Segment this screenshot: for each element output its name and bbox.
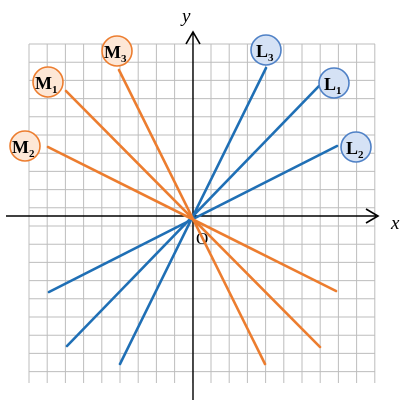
label-l2: L2 [340, 131, 372, 163]
y-axis-label: y [180, 6, 191, 27]
label-m3: M3 [101, 35, 133, 67]
svg-text:L3: L3 [256, 41, 274, 64]
x-axis-label: x [390, 213, 400, 234]
x-axis-arrow [365, 208, 380, 224]
svg-text:M2: M2 [12, 137, 35, 160]
y-axis-arrow [185, 30, 201, 45]
svg-text:L2: L2 [346, 138, 364, 161]
grid [28, 43, 376, 383]
svg-text:L1: L1 [324, 74, 342, 97]
line-l1 [65, 84, 321, 348]
label-l3: L3 [250, 34, 282, 66]
label-m1: M1 [32, 66, 64, 98]
svg-text:M3: M3 [104, 42, 127, 65]
m-lines [46, 68, 338, 366]
line-labels: L3 L1 L2 M3 M1 M2 [9, 34, 372, 163]
line-m2 [46, 145, 338, 293]
label-l1: L1 [318, 67, 350, 99]
svg-text:M1: M1 [35, 73, 58, 96]
label-m2: M2 [9, 130, 41, 162]
